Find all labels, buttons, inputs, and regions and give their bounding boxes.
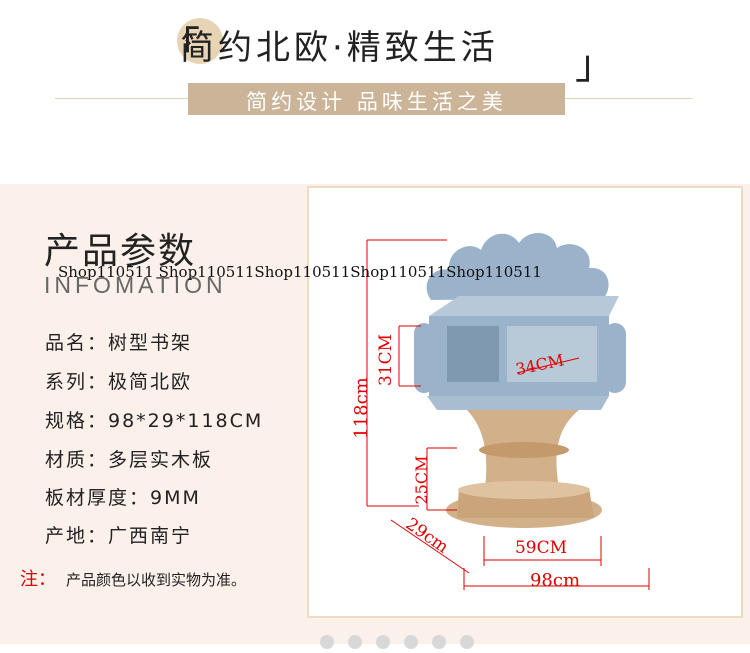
shop-watermark: Shop110511 Shop110511Shop110511Shop11051… — [58, 263, 542, 281]
carousel-dot[interactable] — [460, 635, 474, 649]
carousel-dot[interactable] — [376, 635, 390, 649]
dim-total-width-label: 98cm — [530, 570, 580, 591]
tagline-banner: 简约设计 品味生活之美 — [188, 83, 565, 115]
middle-shelf — [479, 442, 569, 458]
crown-cloud — [426, 232, 609, 300]
note-text: 产品颜色以收到实物为准。 — [66, 571, 247, 589]
crown-left-bump — [414, 323, 434, 393]
color-note: 注： 产品颜色以收到实物为准。 — [20, 565, 246, 591]
dim-base-height-label: 25CM — [412, 456, 431, 505]
carousel-dot[interactable] — [404, 635, 418, 649]
spec-material: 材质：多层实木板 — [45, 449, 214, 471]
spec-size: 规格：98*29*118CM — [45, 410, 264, 432]
product-diagram: 118cm 31CM 34CM 25CM 29cm 59CM 98cm — [351, 232, 650, 591]
dim-height-label: 118cm — [351, 377, 372, 439]
page-title: 简约北欧·精致生活 — [180, 28, 499, 68]
bracket-right: 」 — [575, 42, 615, 88]
bracket-left: 「 — [160, 24, 200, 70]
crown-bottom-shelf — [427, 396, 609, 410]
spec-origin: 产地：广西南宁 — [45, 525, 193, 547]
dimension-lines — [366, 239, 650, 590]
crown-left-compartment — [447, 326, 499, 382]
crown-top-shelf — [429, 296, 619, 316]
info-subtitle: INFOMATION — [44, 272, 227, 298]
note-label: 注： — [20, 569, 56, 590]
tagline-text: 简约设计 品味生活之美 — [246, 90, 507, 114]
carousel-dot[interactable] — [348, 635, 362, 649]
spec-series: 系列：极简北欧 — [45, 371, 193, 393]
title-circle-decoration — [177, 18, 223, 64]
header-title: 「 简约北欧·精致生活 」 — [150, 10, 615, 88]
info-title: 产品参数 — [44, 231, 197, 272]
carousel-dot[interactable] — [320, 635, 334, 649]
crown-right-bump — [604, 323, 626, 393]
dim-depth-label: 29cm — [402, 514, 452, 558]
dim-base-width-label: 59CM — [515, 538, 567, 558]
spec-name: 品名：树型书架 — [45, 332, 193, 354]
carousel-dot[interactable] — [432, 635, 446, 649]
product-image-frame: 118cm 31CM 34CM 25CM 29cm 59CM 98cm — [307, 186, 743, 618]
spec-thickness: 板材厚度：9MM — [45, 487, 201, 509]
dim-crown-height-label: 31CM — [376, 334, 396, 386]
base-top — [458, 481, 590, 499]
crown-right-compartment — [507, 326, 597, 382]
